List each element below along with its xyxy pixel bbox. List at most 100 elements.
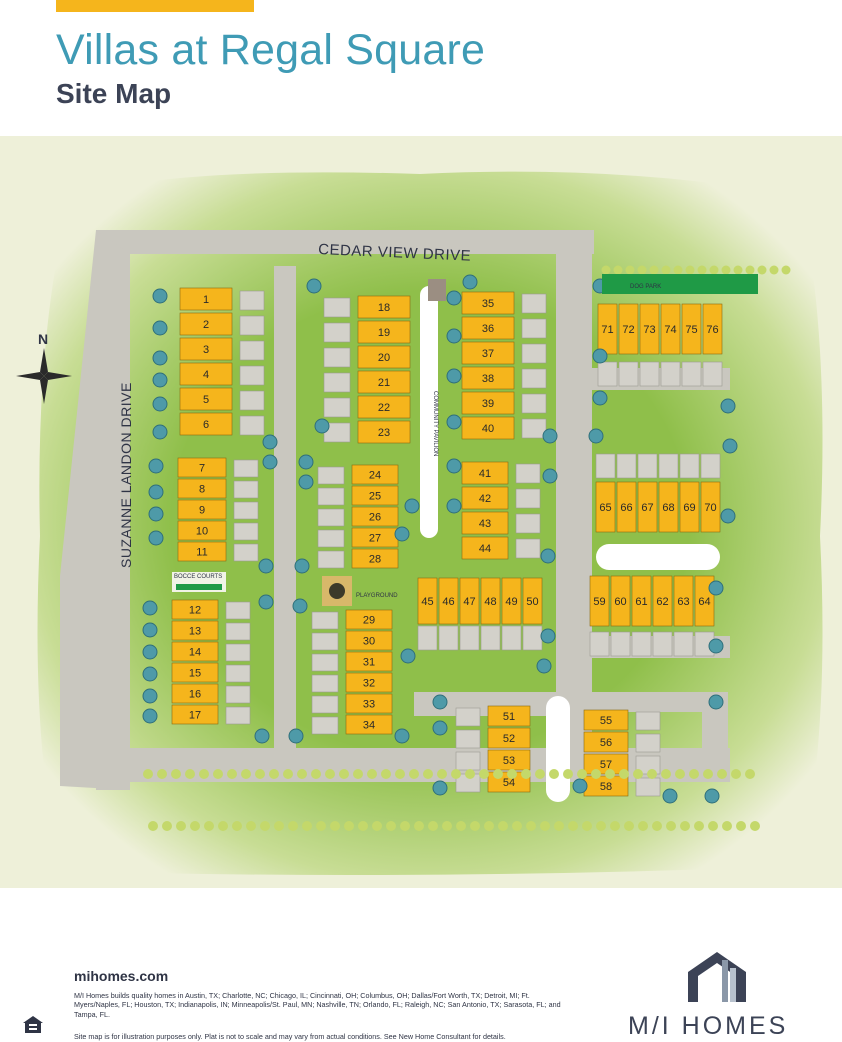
lot-number: 9 — [199, 505, 205, 517]
tree — [148, 530, 164, 546]
tree — [704, 788, 720, 804]
hedge-shrub — [781, 265, 791, 275]
lot-56 — [583, 731, 629, 753]
lot-number: 73 — [643, 324, 655, 336]
tree — [446, 414, 462, 430]
hedge-shrub — [750, 821, 760, 831]
tree — [446, 328, 462, 344]
tree — [462, 274, 478, 290]
lot-5 — [179, 387, 233, 411]
hedge-shrub — [498, 821, 508, 831]
hedge-shrub — [311, 769, 321, 779]
garage — [459, 625, 480, 651]
lot-number: 38 — [482, 373, 494, 385]
tree — [148, 458, 164, 474]
tree — [394, 526, 410, 542]
lot-52 — [487, 727, 531, 749]
hedge-shrub — [708, 821, 718, 831]
lot-number: 42 — [479, 493, 491, 505]
lot-42 — [461, 486, 509, 510]
garage — [323, 322, 351, 343]
hedge-shrub — [344, 821, 354, 831]
tree — [142, 644, 158, 660]
hedge-shrub — [213, 769, 223, 779]
hedge-shrub — [685, 265, 695, 275]
tree — [572, 778, 588, 794]
garage — [311, 653, 339, 672]
lot-2 — [179, 312, 233, 336]
equal-housing-icon — [23, 1016, 43, 1033]
hedge-shrub — [465, 769, 475, 779]
hedge-shrub — [577, 769, 587, 779]
lot-number: 69 — [683, 502, 695, 514]
garage — [700, 453, 721, 479]
garage — [225, 706, 251, 725]
hedge-shrub — [633, 769, 643, 779]
lot-number: 75 — [685, 324, 697, 336]
lot-7 — [177, 457, 227, 478]
garage — [679, 453, 700, 479]
lot-67 — [637, 481, 658, 533]
lot-number: 59 — [593, 596, 605, 608]
hedge-shrub — [330, 821, 340, 831]
hedge-shrub — [526, 821, 536, 831]
garage — [317, 487, 345, 506]
hedge-shrub — [451, 769, 461, 779]
lot-number: 24 — [369, 470, 381, 482]
garage — [521, 368, 547, 389]
hedge-shrub — [227, 769, 237, 779]
lot-number: 5 — [203, 394, 209, 406]
hedge-shrub — [274, 821, 284, 831]
lot-number: 37 — [482, 348, 494, 360]
lot-number: 58 — [600, 781, 612, 793]
hedge-shrub — [512, 821, 522, 831]
hedge-shrub — [722, 821, 732, 831]
tree — [722, 438, 738, 454]
lot-number: 22 — [378, 402, 390, 414]
hedge-shrub — [624, 821, 634, 831]
community-pavilion — [428, 279, 446, 301]
tree — [662, 788, 678, 804]
garage — [455, 751, 481, 771]
lot-28 — [351, 548, 399, 569]
lot-11 — [177, 541, 227, 562]
garage — [521, 318, 547, 339]
lot-number: 16 — [189, 689, 201, 701]
compass-east-point — [44, 372, 72, 380]
south-walkway — [546, 696, 570, 802]
hedge-shrub — [613, 265, 623, 275]
road-suzanne-landon-curve — [60, 230, 130, 790]
lot-number: 76 — [706, 324, 718, 336]
lot-number: 1 — [203, 294, 209, 306]
tree — [148, 484, 164, 500]
lot-number: 35 — [482, 298, 494, 310]
tree — [446, 368, 462, 384]
garage — [323, 397, 351, 418]
lot-number: 45 — [421, 596, 433, 608]
tree — [294, 558, 310, 574]
lot-number: 33 — [363, 699, 375, 711]
playground-label: PLAYGROUND — [356, 593, 398, 599]
hedge-shrub — [540, 821, 550, 831]
website-link[interactable]: mihomes.com — [74, 968, 169, 984]
hedge-shrub — [395, 769, 405, 779]
lot-number: 36 — [482, 323, 494, 335]
lot-number: 18 — [378, 302, 390, 314]
lot-48 — [480, 577, 501, 625]
lot-62 — [652, 575, 673, 627]
lot-number: 60 — [614, 596, 626, 608]
lot-number: 27 — [369, 533, 381, 545]
community-pavilion-label: COMMUNITY PAVILION — [432, 391, 438, 456]
garage — [311, 611, 339, 630]
lot-44 — [461, 536, 509, 560]
lot-25 — [351, 485, 399, 506]
lot-14 — [171, 641, 219, 662]
lot-number: 3 — [203, 344, 209, 356]
lot-number: 13 — [189, 626, 201, 638]
lot-number: 49 — [505, 596, 517, 608]
garage — [673, 631, 694, 657]
accent-bar — [56, 0, 254, 12]
lot-24 — [351, 464, 399, 485]
hedge-shrub — [423, 769, 433, 779]
hedge-shrub — [610, 821, 620, 831]
